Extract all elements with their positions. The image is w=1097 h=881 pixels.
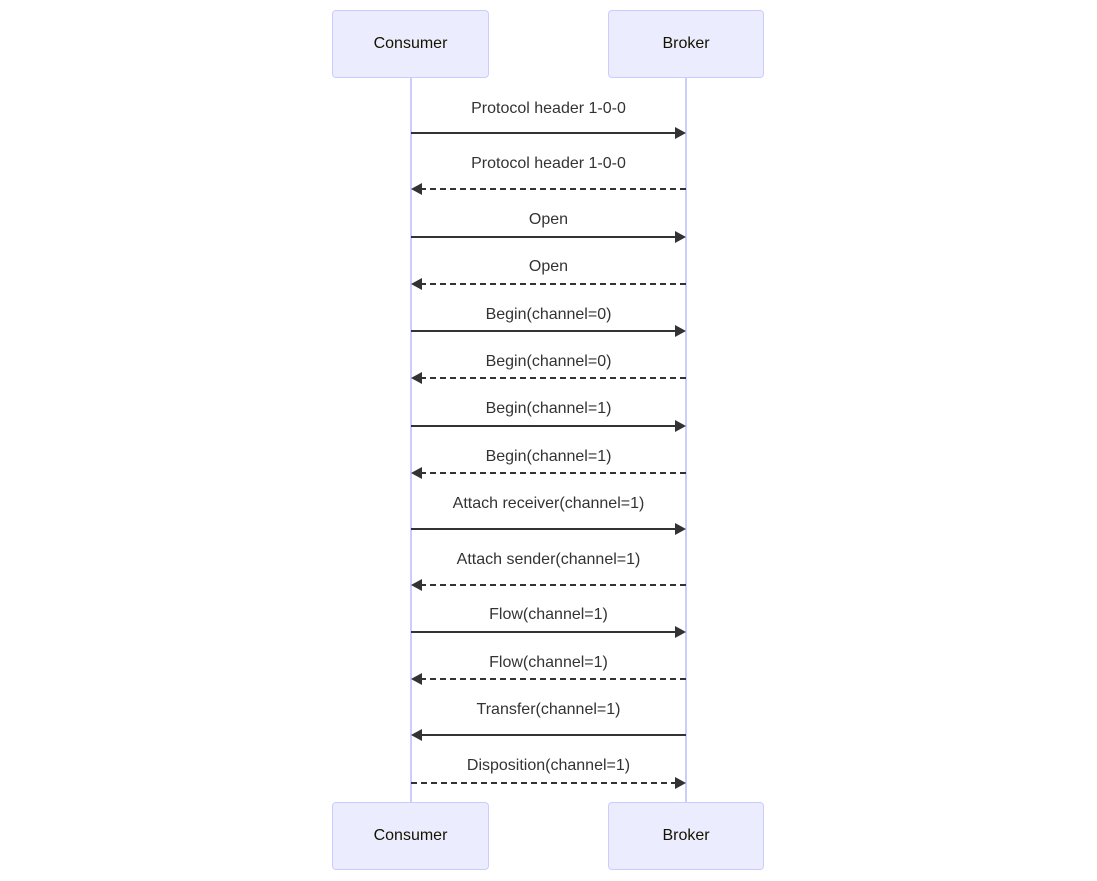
actor-label-broker: Broker xyxy=(662,827,710,844)
message-label-7: Begin(channel=1) xyxy=(485,448,612,465)
message-arrowhead-2 xyxy=(675,231,686,243)
message-line-5 xyxy=(420,377,686,379)
message-line-2 xyxy=(411,236,677,238)
actor-box-consumer-bottom[interactable]: Consumer xyxy=(332,802,489,870)
message-label-13: Disposition(channel=1) xyxy=(466,757,631,774)
message-label-0: Protocol header 1-0-0 xyxy=(471,100,626,117)
message-arrowhead-13 xyxy=(675,777,686,789)
message-label-10: Flow(channel=1) xyxy=(489,606,608,623)
message-arrowhead-5 xyxy=(411,372,422,384)
message-line-0 xyxy=(411,132,677,134)
message-line-9 xyxy=(420,584,686,586)
message-label-2: Open xyxy=(528,211,569,228)
lifeline-consumer xyxy=(410,78,412,802)
message-line-7 xyxy=(420,472,686,474)
message-line-13 xyxy=(411,782,677,784)
message-line-6 xyxy=(411,425,677,427)
message-arrowhead-4 xyxy=(675,325,686,337)
message-label-6: Begin(channel=1) xyxy=(485,400,612,417)
message-arrowhead-9 xyxy=(411,579,422,591)
message-line-12 xyxy=(420,734,686,736)
message-arrowhead-0 xyxy=(675,127,686,139)
message-label-5: Begin(channel=0) xyxy=(485,353,612,370)
message-arrowhead-12 xyxy=(411,729,422,741)
message-arrowhead-7 xyxy=(411,467,422,479)
message-label-3: Open xyxy=(528,258,569,275)
message-arrowhead-6 xyxy=(675,420,686,432)
message-line-4 xyxy=(411,330,677,332)
message-line-3 xyxy=(420,283,686,285)
message-arrowhead-3 xyxy=(411,278,422,290)
actor-box-consumer-top[interactable]: Consumer xyxy=(332,10,489,78)
message-label-1: Protocol header 1-0-0 xyxy=(471,155,626,172)
message-arrowhead-1 xyxy=(411,183,422,195)
message-line-8 xyxy=(411,528,677,530)
message-line-1 xyxy=(420,188,686,190)
actor-label-broker: Broker xyxy=(662,35,710,52)
message-arrowhead-8 xyxy=(675,523,686,535)
actor-box-broker-top[interactable]: Broker xyxy=(608,10,764,78)
message-label-9: Attach sender(channel=1) xyxy=(456,551,641,568)
actor-box-broker-bottom[interactable]: Broker xyxy=(608,802,764,870)
actor-label-consumer: Consumer xyxy=(373,35,448,52)
message-label-12: Transfer(channel=1) xyxy=(476,701,621,718)
message-line-10 xyxy=(411,631,677,633)
message-arrowhead-11 xyxy=(411,673,422,685)
message-label-4: Begin(channel=0) xyxy=(485,306,612,323)
message-label-8: Attach receiver(channel=1) xyxy=(452,495,645,512)
message-label-11: Flow(channel=1) xyxy=(489,654,608,671)
message-arrowhead-10 xyxy=(675,626,686,638)
message-line-11 xyxy=(420,678,686,680)
lifeline-broker xyxy=(685,78,687,802)
actor-label-consumer: Consumer xyxy=(373,827,448,844)
